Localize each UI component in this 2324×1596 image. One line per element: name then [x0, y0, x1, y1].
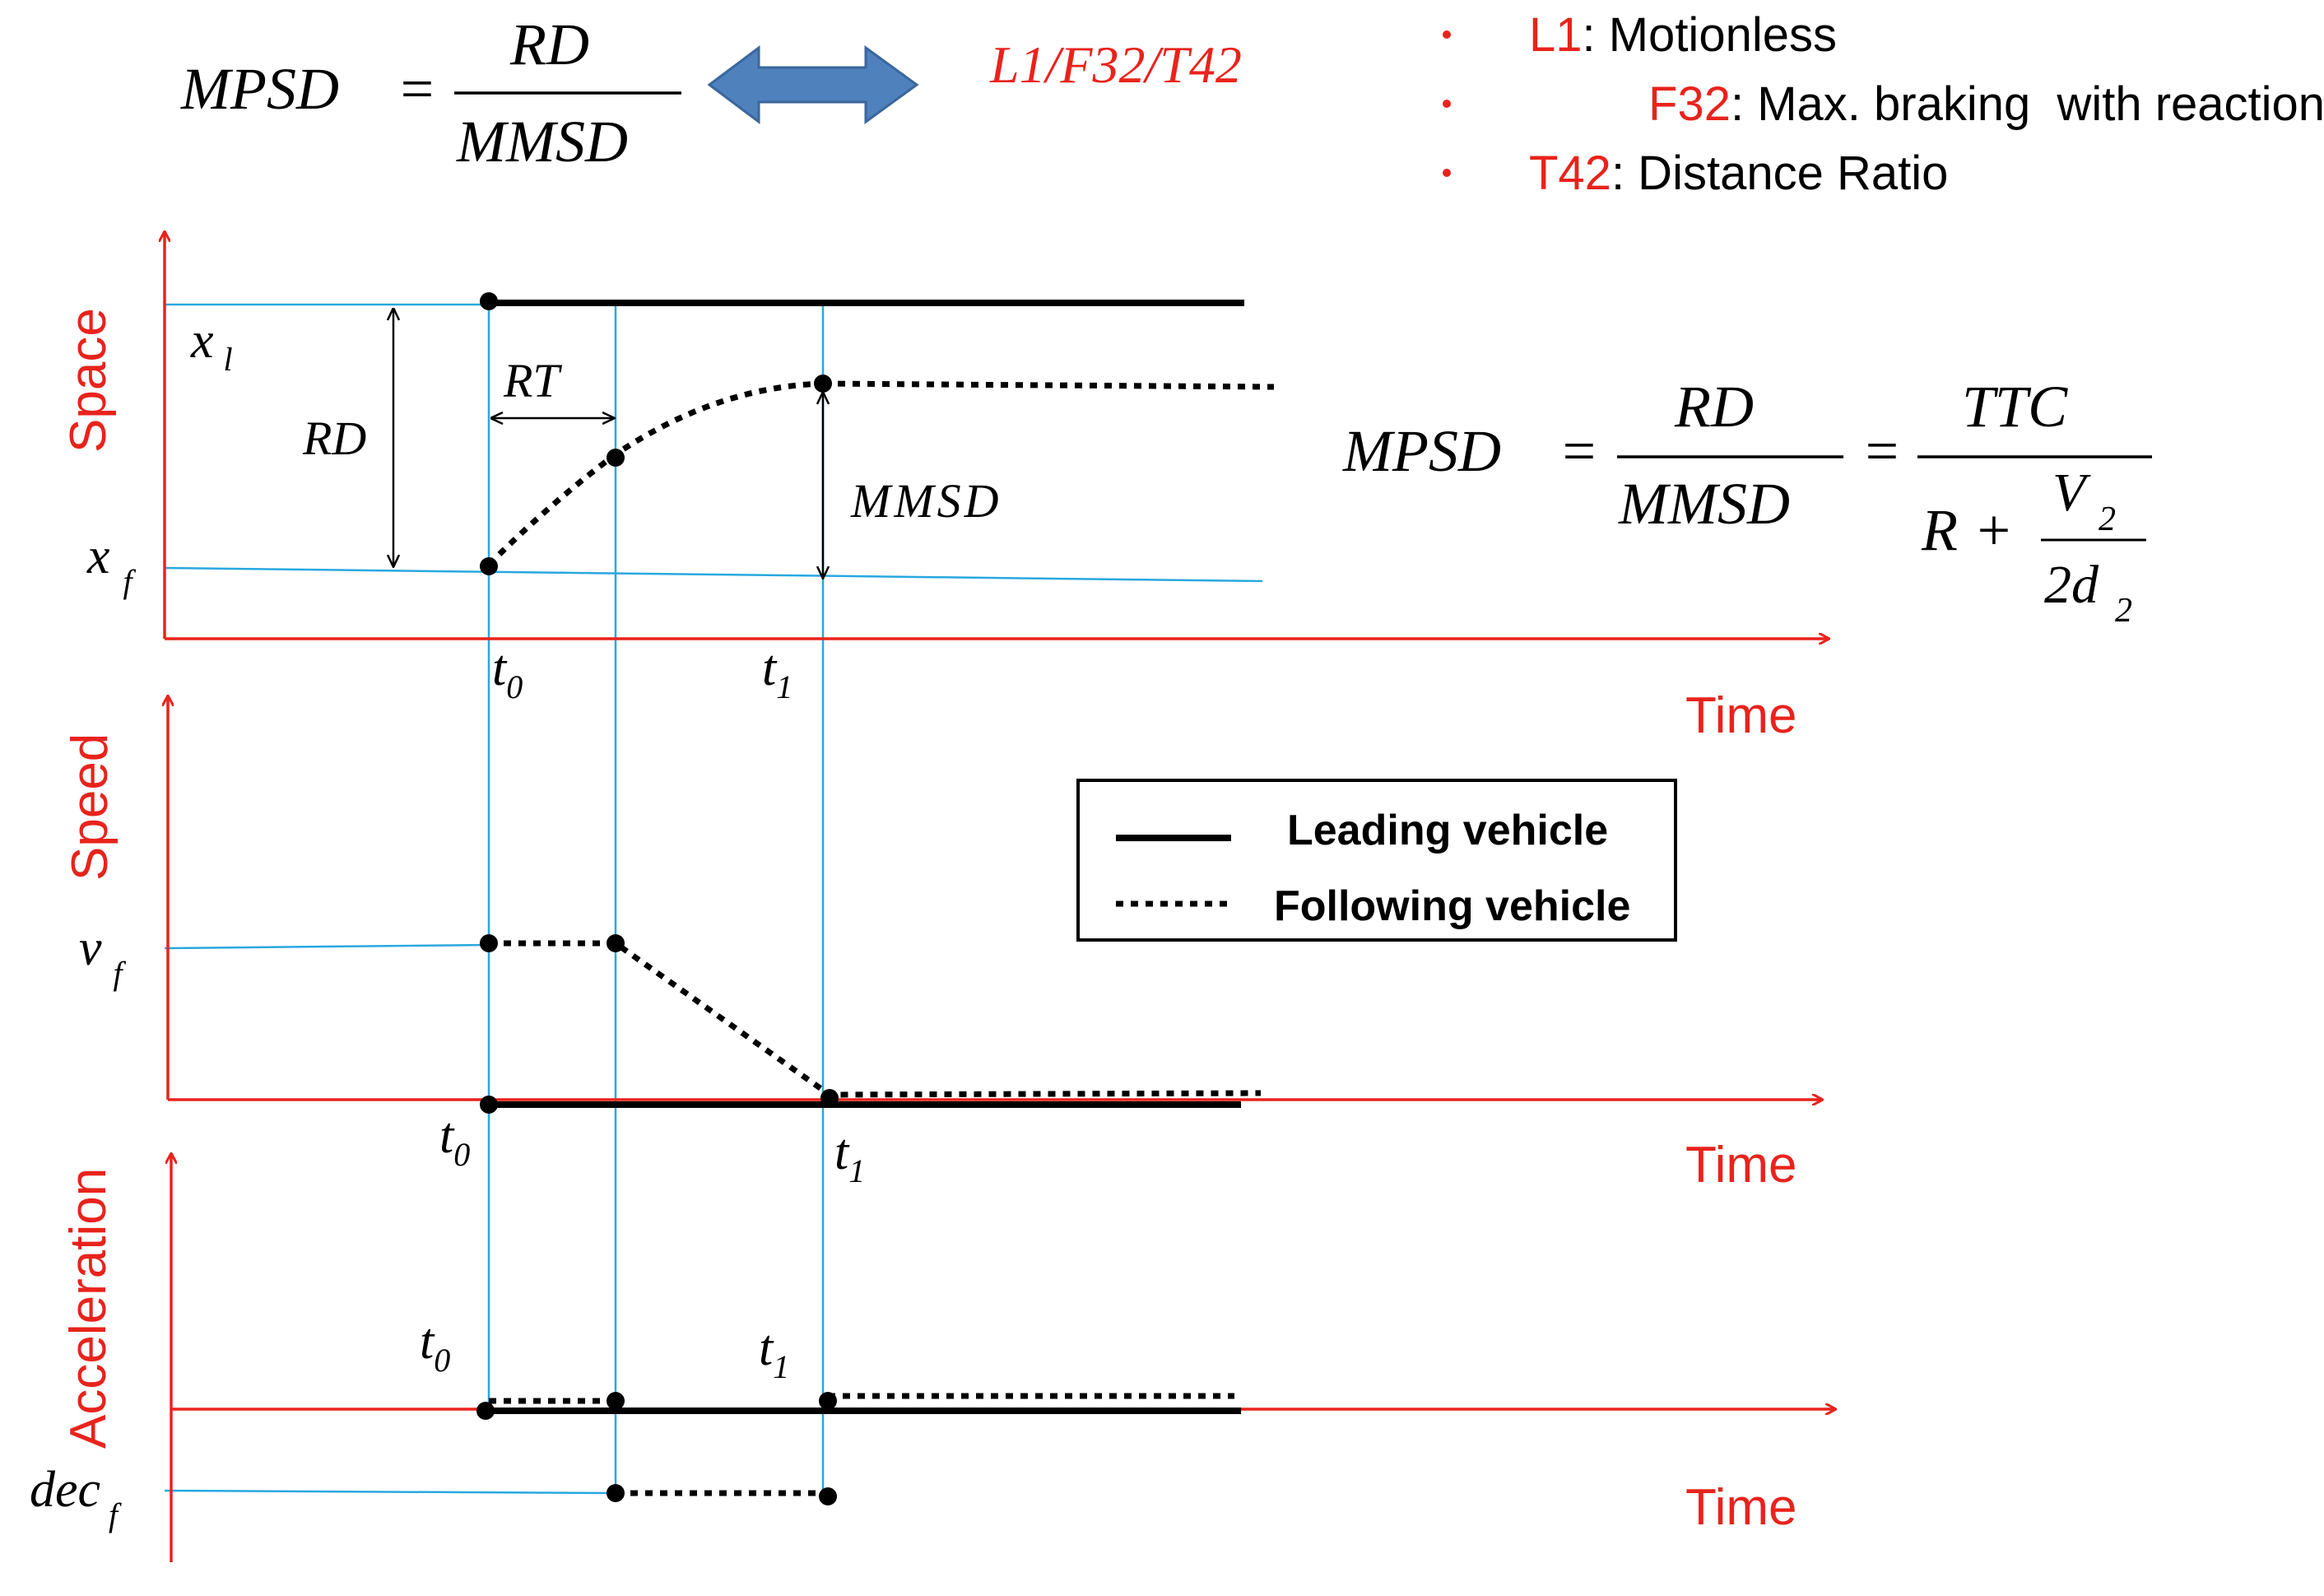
bullet-item-t42: T42: Distance Ratio	[1443, 147, 1948, 200]
header-equation: MPSD = RD MMSD	[180, 12, 681, 174]
speed-following-line	[489, 940, 1262, 1098]
svg-text:L1: Motionless: L1: Motionless	[1529, 8, 1837, 62]
accel-point-brake-start	[607, 1484, 625, 1502]
guide-dec-f	[164, 1489, 616, 1495]
formula-plus: +	[1973, 497, 2014, 563]
speed-t1-label: t1	[834, 1124, 865, 1189]
speed-point-following-rt	[607, 934, 625, 952]
legend-leading-label: Leading vehicle	[1287, 807, 1608, 854]
formula-den-r: R	[1921, 497, 1958, 563]
bullet-text: : Max. braking with reaction	[1731, 77, 2324, 131]
formula-num2: TTC	[1962, 374, 2068, 440]
bullet-code: L1	[1529, 8, 1583, 62]
space-point-leading-t0	[480, 292, 498, 310]
accel-point-leading-t0	[476, 1402, 495, 1420]
space-point-following-t0	[480, 557, 498, 575]
accel-t1-label: t1	[759, 1320, 789, 1385]
accel-point-brake-end	[819, 1487, 837, 1505]
space-t0-label: t0	[492, 640, 523, 705]
space-following-flat	[822, 380, 1275, 390]
space-ylabel: Space	[60, 308, 117, 453]
speed-point-leading-t0	[480, 1096, 498, 1114]
accel-t0-label: t0	[420, 1314, 450, 1379]
svg-text:T42: Distance Ratio: T42: Distance Ratio	[1529, 147, 1948, 200]
mmsd-label: MMSD	[850, 474, 1002, 528]
svg-text:F32: Max. braking with reacti: F32: Max. braking with reaction	[1529, 77, 2324, 131]
formula-equals-1: =	[1559, 418, 1599, 484]
speed-t0-label: t0	[439, 1108, 470, 1173]
header-eq-tag: L1/F32/T42	[989, 35, 1242, 94]
accel-xlabel: Time	[1685, 1479, 1796, 1536]
bullet-item-f32: F32: Max. braking with reaction	[1443, 77, 2324, 131]
bullet-icon	[1443, 30, 1451, 39]
guide-v-f	[164, 943, 490, 950]
rd-label: RD	[302, 412, 366, 465]
speed-xlabel: Time	[1685, 1137, 1796, 1194]
rt-label: RT	[503, 354, 562, 407]
bullet-icon	[1443, 100, 1451, 108]
double-arrow-icon	[707, 45, 919, 124]
bullet-icon	[1443, 169, 1451, 177]
formula-den-d-sub: 2	[2115, 592, 2132, 630]
space-point-following-t1	[814, 375, 832, 393]
space-xlabel: Time	[1685, 687, 1796, 744]
header-eq-numerator: RD	[509, 12, 589, 77]
formula-lhs: MPSD	[1342, 418, 1501, 484]
guide-x-f	[164, 566, 1263, 583]
bullet-text: : Motionless	[1583, 8, 1837, 62]
formula-equals-2: =	[1862, 418, 1902, 484]
mpsd-formula: MPSD = RD MMSD = TTC R + V 2 2d 2	[1342, 374, 2152, 630]
bullet-item-l1: L1: Motionless	[1443, 8, 1837, 62]
bullet-code: T42	[1529, 147, 1611, 200]
formula-num1: RD	[1674, 374, 1754, 440]
speed-point-following-t0	[480, 934, 498, 952]
bullet-code: F32	[1648, 77, 1731, 131]
space-point-following-rt	[607, 449, 625, 467]
space-following-curve	[486, 380, 824, 567]
header-eq-lhs: MPSD	[180, 56, 339, 122]
bullet-text: : Distance Ratio	[1611, 147, 1948, 200]
accel-ylabel: Acceleration	[60, 1168, 117, 1449]
accel-point-following-rt	[607, 1392, 625, 1410]
header-eq-equals: =	[397, 56, 437, 122]
legend-following-label: Following vehicle	[1274, 882, 1630, 930]
accel-point-following-t1	[819, 1392, 837, 1410]
formula-den-v: V	[2052, 463, 2091, 523]
formula-den-d: 2d	[2044, 555, 2099, 615]
speed-ylabel: Speed	[62, 733, 119, 881]
header-eq-denominator: MMSD	[456, 109, 628, 174]
speed-point-following-t1	[820, 1089, 839, 1107]
legend: Leading vehicle Following vehicle	[1076, 779, 1677, 942]
bullet-list: L1: Motionless F32: Max. braking with re…	[1443, 8, 2324, 200]
formula-den1: MMSD	[1618, 471, 1790, 537]
formula-den-v-sub: 2	[2099, 500, 2116, 538]
space-t1-label: t1	[762, 640, 792, 705]
legend-box	[1076, 779, 1677, 942]
